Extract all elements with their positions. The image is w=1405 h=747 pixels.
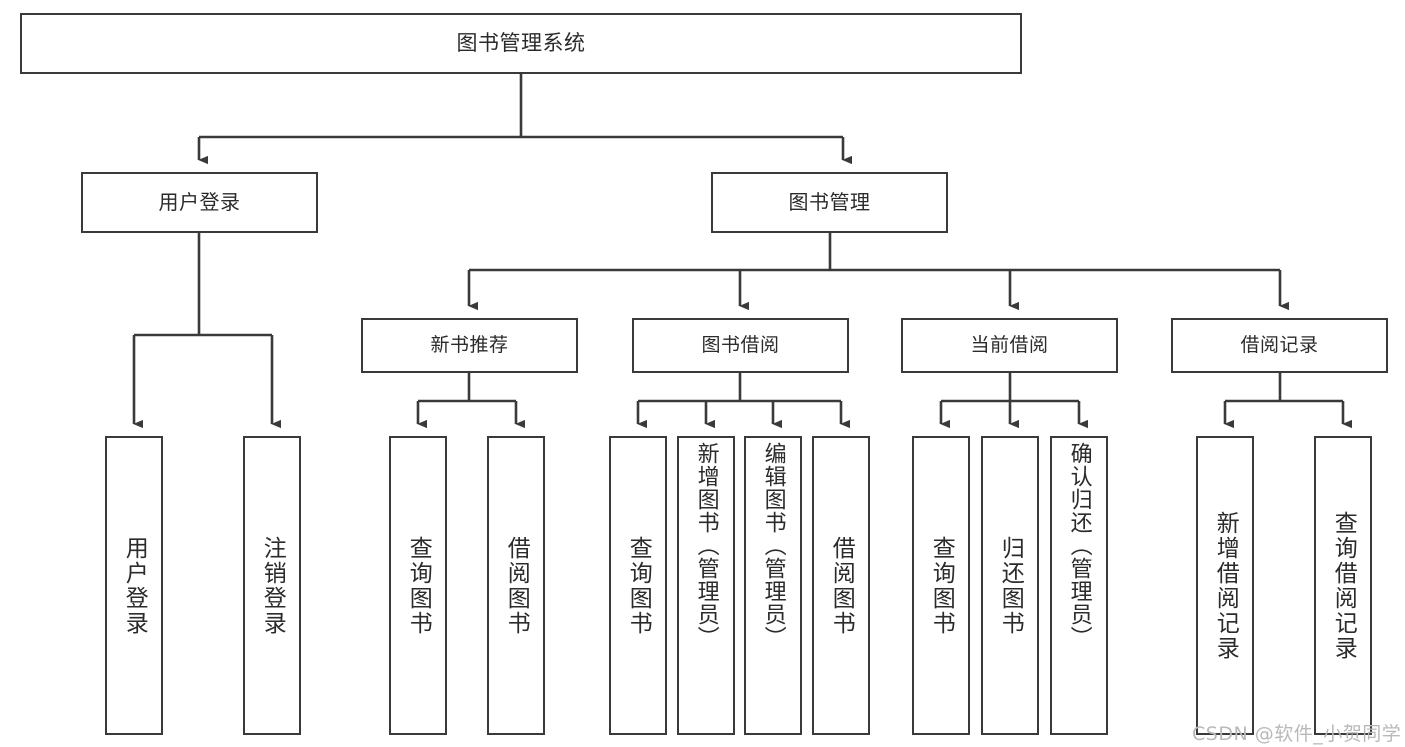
node-leaf-borrow-book-newbook[interactable]: 借阅图书 bbox=[487, 436, 545, 735]
node-leaf-query-book-current[interactable]: 查询图书 bbox=[912, 436, 970, 735]
node-label: 图书借阅 bbox=[701, 334, 780, 357]
node-label: 查询图书 bbox=[928, 535, 955, 636]
node-leaf-query-borrow-record[interactable]: 查询借阅记录 bbox=[1314, 436, 1372, 735]
watermark-text: CSDN @软件_小贺同学 bbox=[1192, 723, 1402, 745]
node-book-management[interactable]: 图书管理 bbox=[711, 172, 948, 233]
node-user-login[interactable]: 用户登录 bbox=[81, 172, 318, 233]
node-leaf-return-book[interactable]: 归还图书 bbox=[981, 436, 1039, 735]
node-label: 用户登录 bbox=[121, 535, 148, 636]
node-label: 当前借阅 bbox=[970, 334, 1049, 357]
node-current-borrow[interactable]: 当前借阅 bbox=[901, 318, 1118, 373]
node-leaf-confirm-return-admin[interactable]: 确认归还（管理员） bbox=[1050, 436, 1108, 735]
node-label: 注销登录 bbox=[259, 535, 286, 636]
node-book-borrow[interactable]: 图书借阅 bbox=[632, 318, 849, 373]
node-leaf-add-borrow-record[interactable]: 新增借阅记录 bbox=[1196, 436, 1254, 735]
node-label: 查询借阅记录 bbox=[1330, 510, 1357, 661]
node-label: 查询图书 bbox=[625, 535, 652, 636]
node-leaf-query-book-newbook[interactable]: 查询图书 bbox=[389, 436, 447, 735]
node-leaf-user-login[interactable]: 用户登录 bbox=[105, 436, 163, 735]
node-label: 用户登录 bbox=[158, 189, 241, 214]
node-leaf-logout[interactable]: 注销登录 bbox=[243, 436, 301, 735]
node-label: 新增借阅记录 bbox=[1212, 510, 1239, 661]
node-label: 归还图书 bbox=[997, 535, 1024, 636]
node-label: 新书推荐 bbox=[430, 334, 509, 357]
node-label: 新增图书（管理员） bbox=[693, 442, 719, 649]
node-label: 编辑图书（管理员） bbox=[760, 442, 786, 649]
node-leaf-borrow-book[interactable]: 借阅图书 bbox=[812, 436, 870, 735]
node-label: 图书管理系统 bbox=[456, 31, 586, 56]
node-leaf-edit-book-admin[interactable]: 编辑图书（管理员） bbox=[744, 436, 802, 735]
node-label: 查询图书 bbox=[405, 535, 432, 636]
node-leaf-add-book-admin[interactable]: 新增图书（管理员） bbox=[677, 436, 735, 735]
node-borrow-record[interactable]: 借阅记录 bbox=[1171, 318, 1388, 373]
node-leaf-query-book-borrow[interactable]: 查询图书 bbox=[609, 436, 667, 735]
node-label: 借阅图书 bbox=[828, 535, 855, 636]
node-label: 图书管理 bbox=[788, 189, 871, 214]
node-label: 借阅记录 bbox=[1240, 334, 1319, 357]
node-label: 借阅图书 bbox=[503, 535, 530, 636]
node-book-management-system[interactable]: 图书管理系统 bbox=[20, 13, 1022, 74]
node-new-book-recommend[interactable]: 新书推荐 bbox=[361, 318, 578, 373]
node-label: 确认归还（管理员） bbox=[1066, 442, 1092, 649]
